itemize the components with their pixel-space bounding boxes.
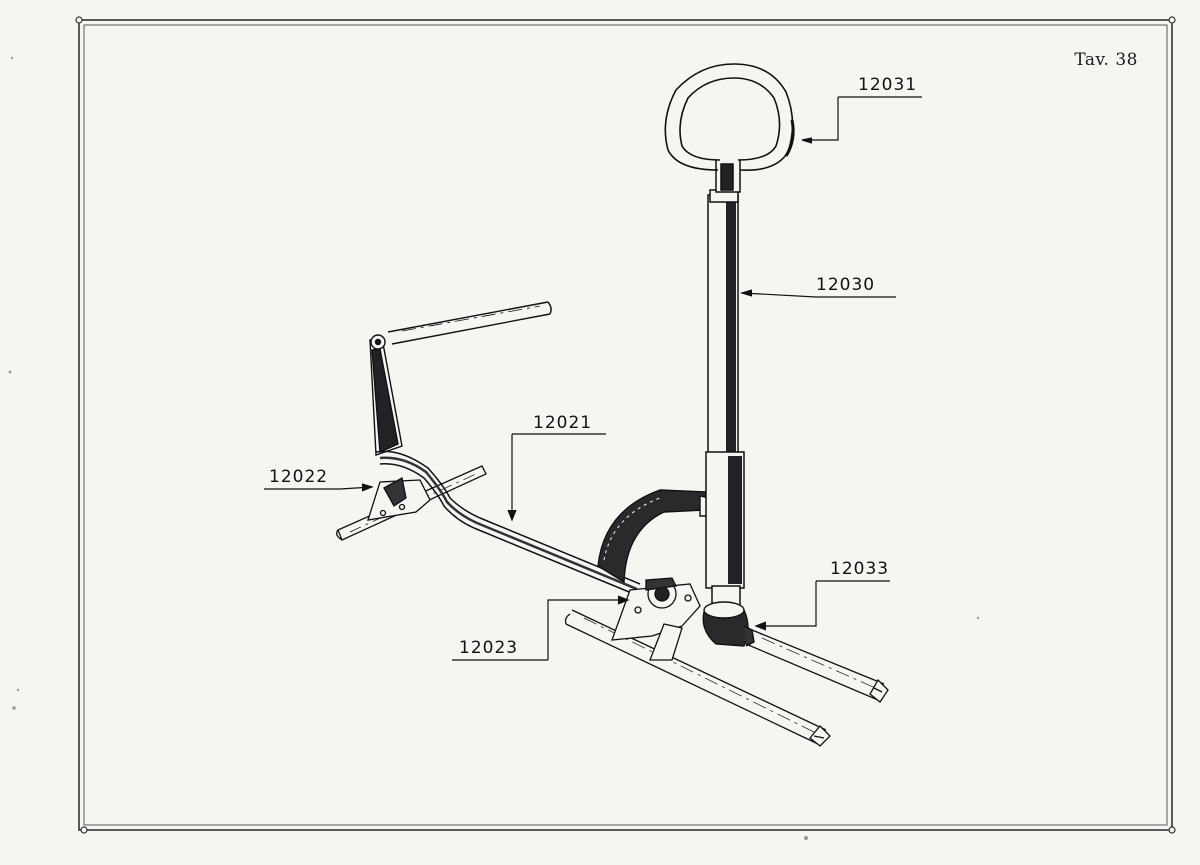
lower-left-shaft <box>564 609 831 747</box>
connecting-rod <box>375 450 641 595</box>
paper-specks <box>8 56 980 840</box>
callout-12031-handle-grip: 12031 <box>858 75 918 95</box>
callout-12030-main-lever: 12030 <box>816 275 876 295</box>
handle-grip <box>664 63 795 171</box>
upper-cross-shaft <box>387 301 552 345</box>
callout-12033-lever-foot: 12033 <box>830 559 890 579</box>
main-lever <box>705 160 745 607</box>
callout-12022-left-bracket: 12022 <box>269 467 329 487</box>
callout-12023-lower-bracket: 12023 <box>459 638 519 658</box>
lower-right-shaft <box>745 629 889 703</box>
callout-12021-connecting-rod: 12021 <box>533 413 593 433</box>
leader-lines <box>264 96 922 661</box>
left-bell-crank <box>369 334 403 456</box>
lower-bracket <box>611 577 701 661</box>
lever-foot-cup <box>702 601 755 647</box>
plate-border <box>75 16 1176 834</box>
left-bracket-and-shaft <box>336 465 487 541</box>
plate-number: Tav. 38 <box>1074 50 1138 70</box>
